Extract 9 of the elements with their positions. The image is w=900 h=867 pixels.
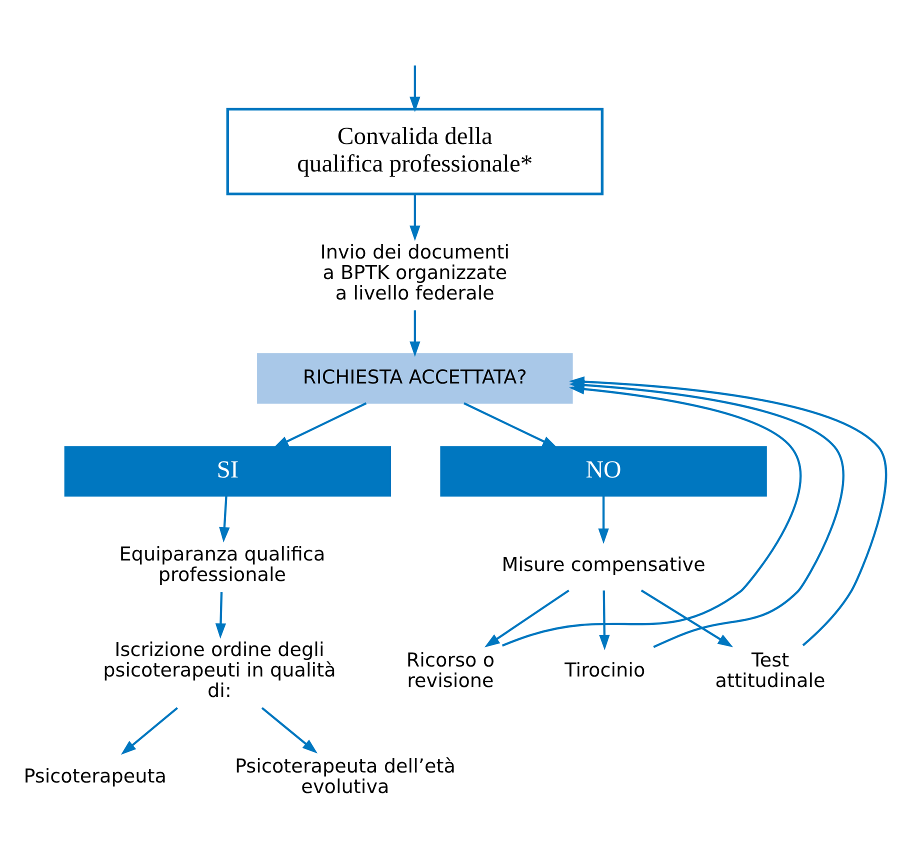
node-text: Tirocinio <box>564 658 646 682</box>
node-text: Psicoterapeuta dell’età evolutiva <box>234 754 456 798</box>
node-text: Psicoterapeuta <box>24 764 166 788</box>
node-text: Equiparanza qualifica professionale <box>119 542 326 586</box>
node-text: Iscrizione ordine degli psicoterapeuti in qualità di: <box>103 638 336 702</box>
node-text: Misure compensative <box>502 552 706 576</box>
node-text: Test attitudinale <box>715 648 826 692</box>
node-text: Invio dei documenti a BPTK organizzate a livello federale <box>320 240 510 304</box>
node-text: Ricorso o revisione <box>406 648 495 692</box>
